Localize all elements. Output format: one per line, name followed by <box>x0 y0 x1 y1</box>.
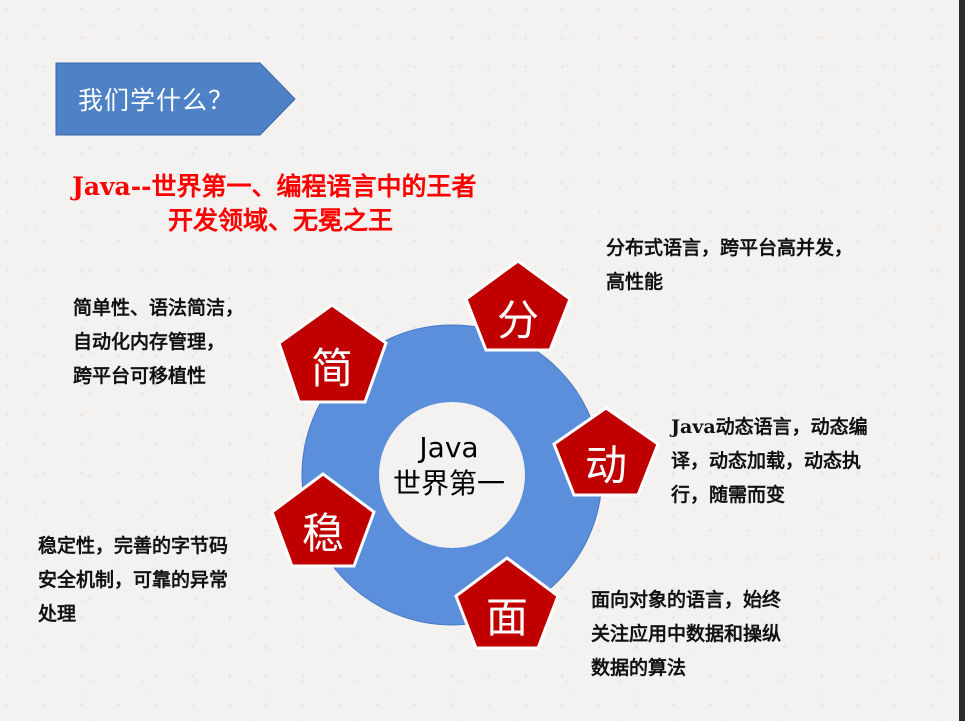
pillar-desc-mian: 面向对象的语言，始终 关注应用中数据和操纵 数据的算法 <box>591 583 781 685</box>
desc-line: 高性能 <box>606 271 664 293</box>
desc-line: 关注应用中数据和操纵 <box>591 623 782 645</box>
desc-line: 稳定性，完善的字节码 <box>38 535 229 557</box>
desc-line: 处理 <box>38 603 77 625</box>
desc-line: 行，随需而变 <box>671 484 786 506</box>
headline-line-1: Java--世界第一、编程语言中的王者 <box>72 172 477 201</box>
desc-line: 简单性、语法简洁， <box>73 297 245 319</box>
pentagon-wen <box>270 472 376 568</box>
center-line-2: 世界第一 <box>392 467 505 500</box>
window-edge <box>959 0 965 721</box>
pillar-char-dong: 动 <box>584 441 627 490</box>
pillar-char-jian: 简 <box>310 344 353 393</box>
headline-line-2: 开发领域、无冕之王 <box>168 206 394 235</box>
pillar-desc-wen: 稳定性，完善的字节码 安全机制，可靠的异常 处理 <box>38 529 228 631</box>
pillar-char-fen: 分 <box>496 296 539 345</box>
pentagon-fen <box>464 259 572 352</box>
pillar-char-wen: 稳 <box>301 509 344 558</box>
desc-line: 译，动态加载，动态执 <box>671 450 862 472</box>
desc-line: 面向对象的语言，始终 <box>591 589 782 611</box>
pillar-char-mian: 面 <box>485 593 528 642</box>
pillar-desc-jian: 简单性、语法简洁， 自动化内存管理， 跨平台可移植性 <box>73 291 244 393</box>
center-line-1: Java <box>419 431 479 464</box>
desc-line: 数据的算法 <box>591 657 687 679</box>
desc-line: 安全机制，可靠的异常 <box>38 569 229 591</box>
pillar-desc-dong: Java动态语言，动态编 译，动态加载，动态执 行，随需而变 <box>671 410 868 512</box>
desc-line: 跨平台可移植性 <box>73 365 207 387</box>
title-banner-arrow <box>55 62 296 136</box>
slide-title: 我们学什么？ <box>78 86 235 115</box>
pentagon-jian <box>277 303 388 404</box>
pentagon-dong <box>552 406 660 497</box>
pillar-desc-fen: 分布式语言，跨平台高并发， 高性能 <box>606 231 853 299</box>
pentagon-mian <box>454 556 560 650</box>
desc-line: 分布式语言，跨平台高并发， <box>606 237 854 259</box>
inner-hole <box>379 402 525 548</box>
desc-line: Java动态语言，动态编 <box>671 416 868 438</box>
desc-line: 自动化内存管理， <box>73 331 226 353</box>
ring-center-label: Java 世界第一 <box>381 430 517 502</box>
